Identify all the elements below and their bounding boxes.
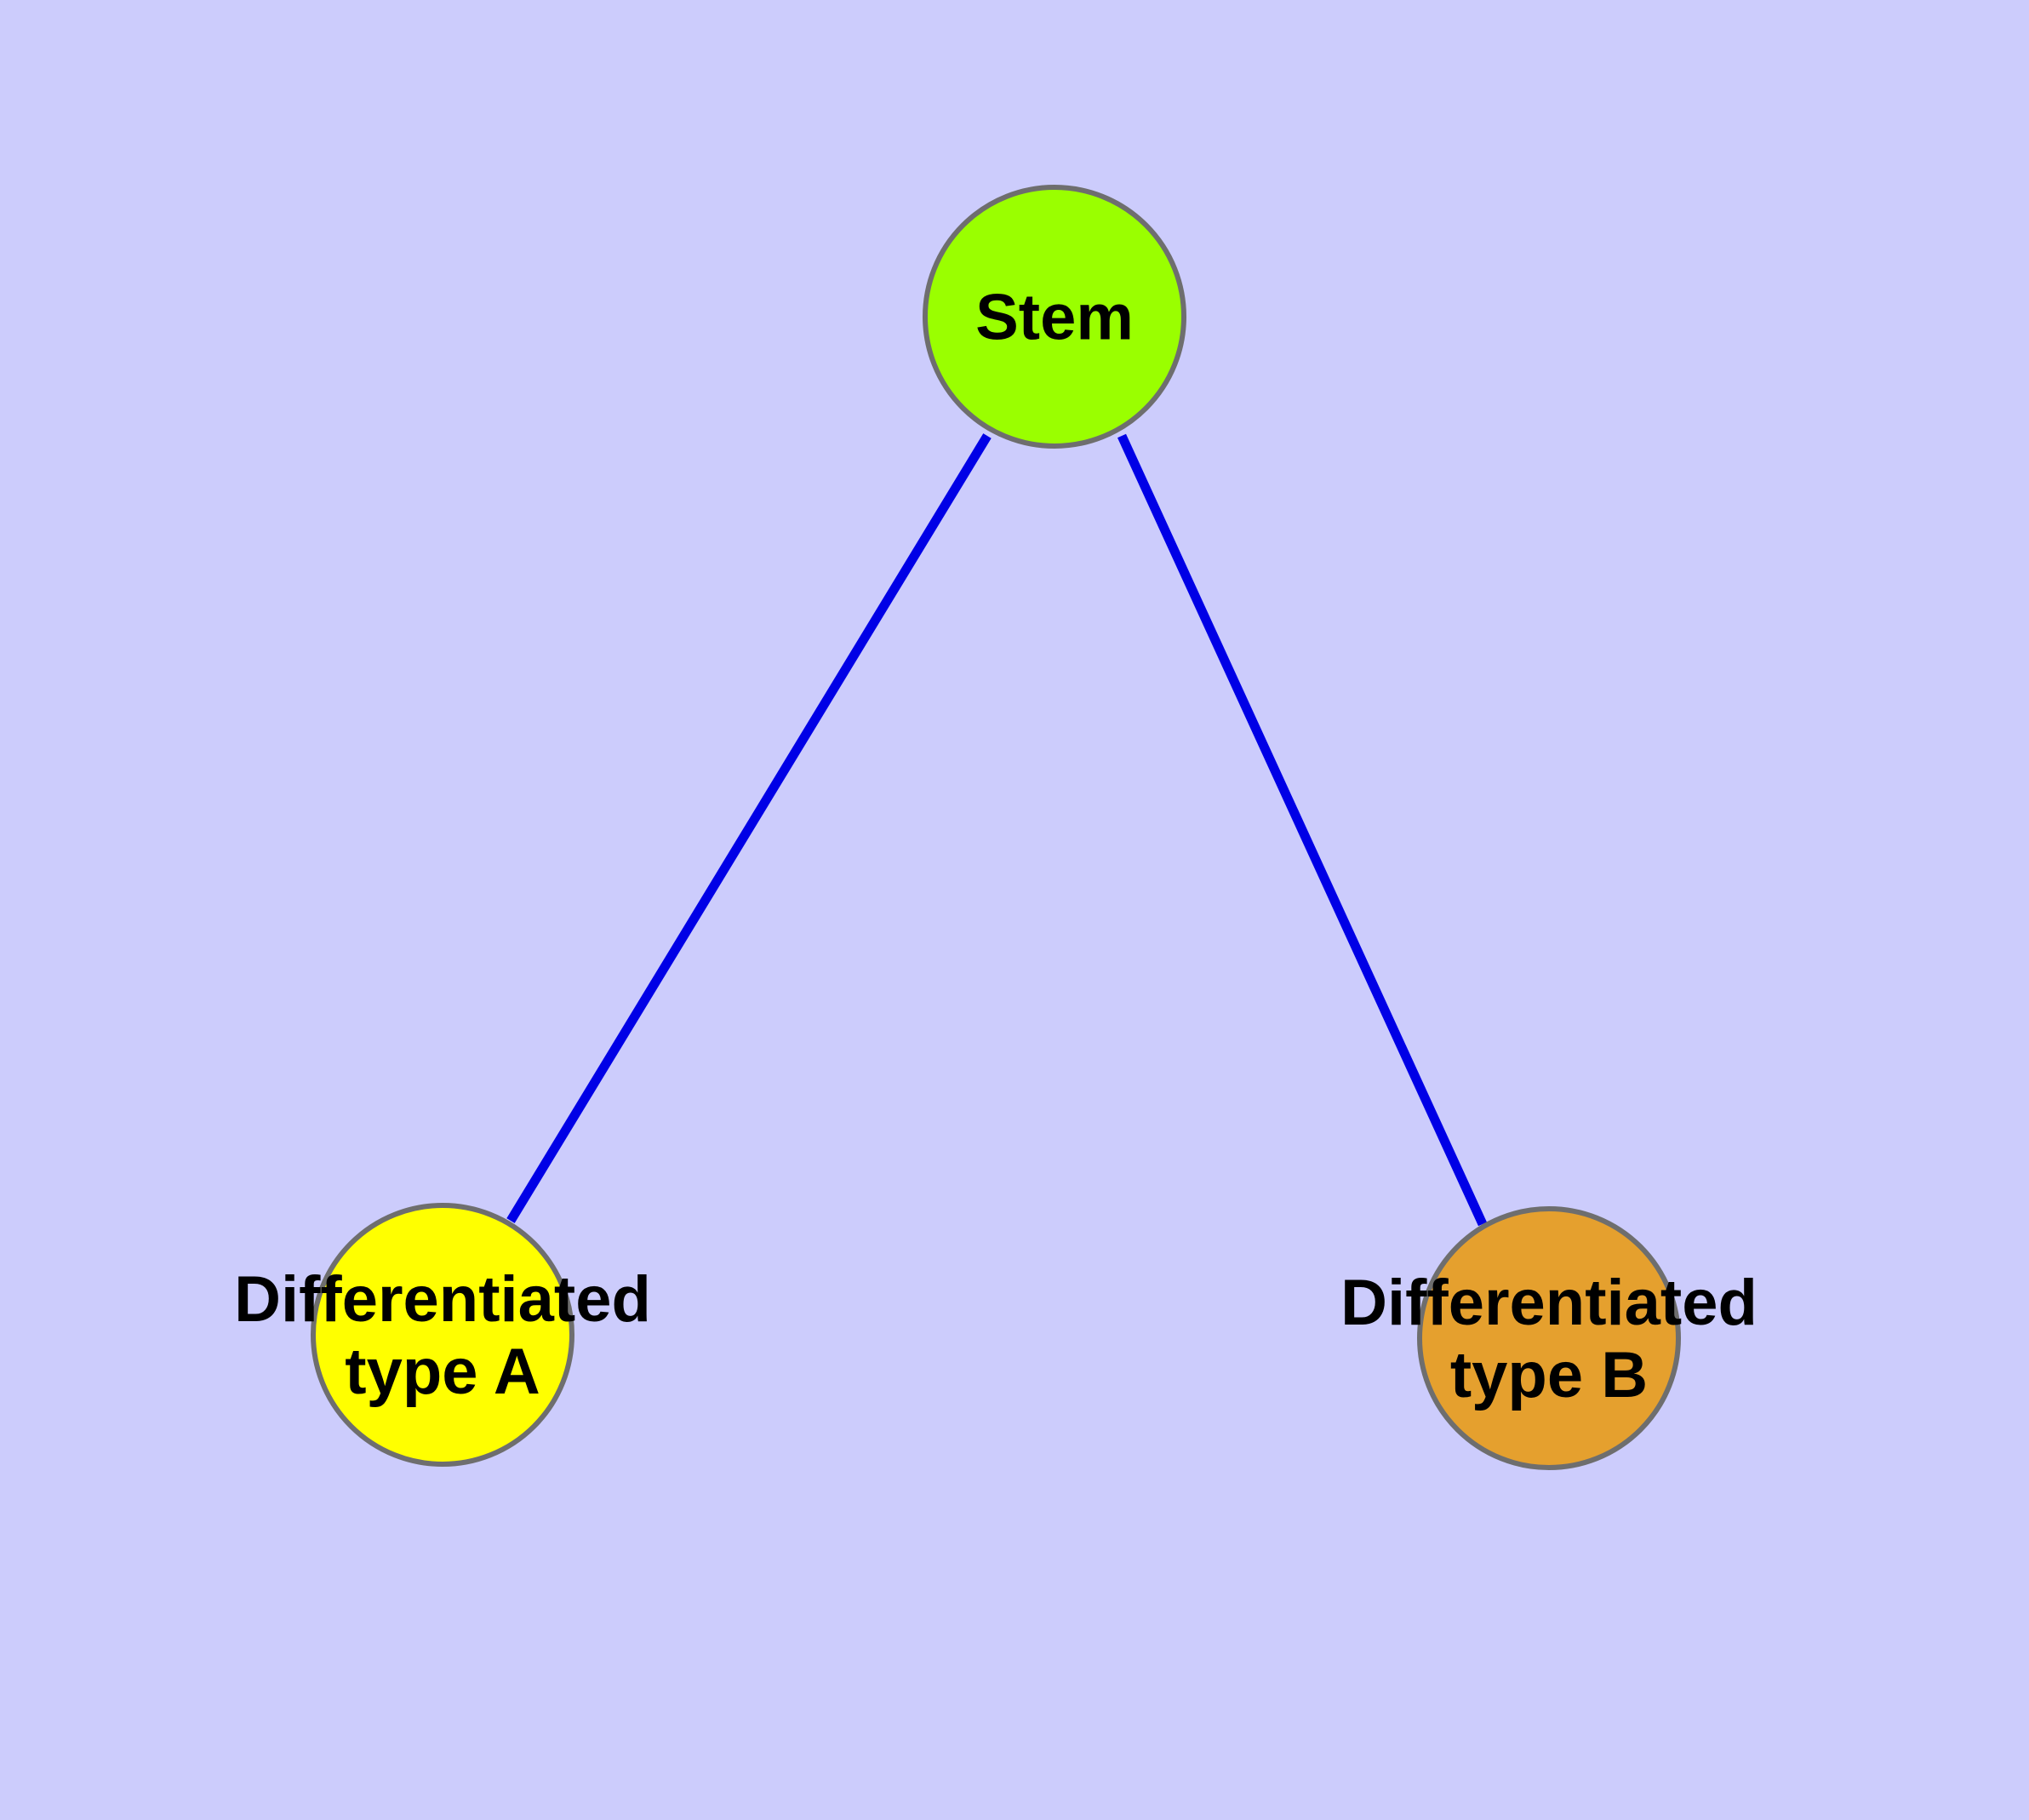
nodes-group [311, 185, 1681, 1470]
edge-stem-to-diff-a[interactable] [506, 433, 992, 1223]
node-label-line: Differentiated [1340, 1267, 1758, 1339]
node-label-line: Stem [975, 282, 1134, 354]
node-label-line: type B [1450, 1339, 1648, 1411]
node-label-line: Differentiated [234, 1263, 651, 1336]
edges-group [506, 433, 1488, 1227]
edge-stem-to-diff-b[interactable] [1117, 433, 1488, 1227]
node-stem[interactable] [923, 185, 1186, 449]
node-diff_a[interactable] [311, 1203, 574, 1467]
node-label-stem: Stem [975, 282, 1134, 354]
node-diff_b[interactable] [1417, 1206, 1681, 1470]
node-label-line: type A [345, 1336, 540, 1408]
